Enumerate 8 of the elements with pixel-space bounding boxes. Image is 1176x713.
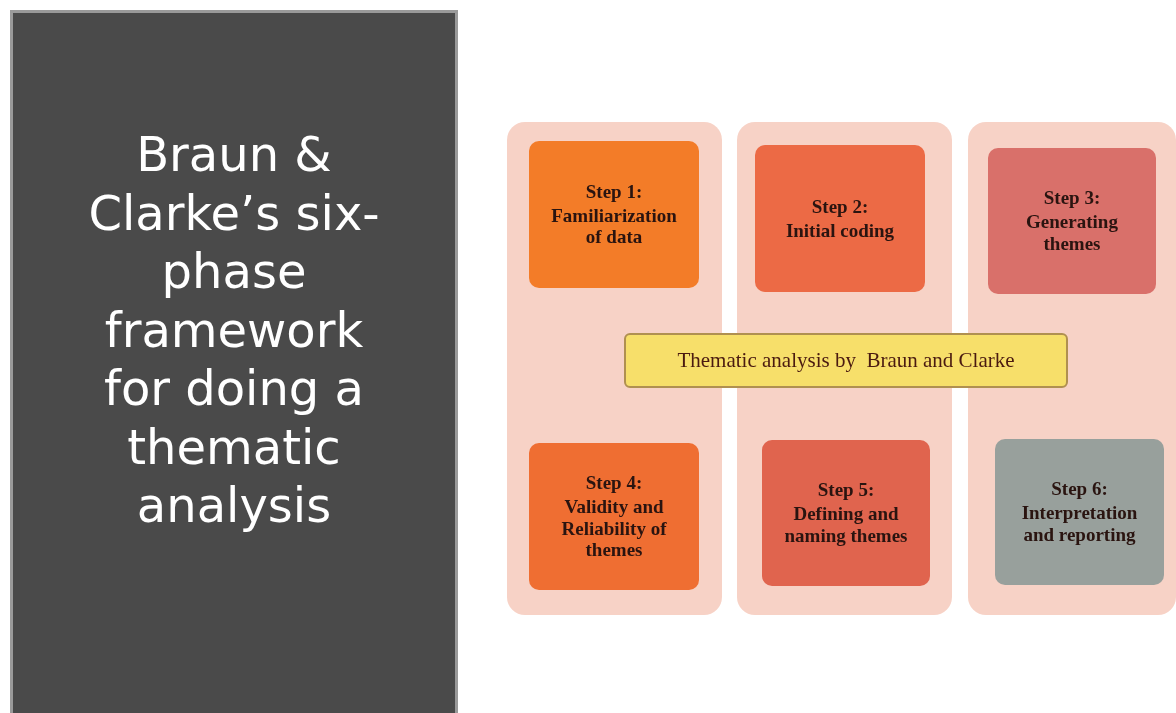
step-box: Step 1: Familiarization of data [529,141,699,288]
title-panel: Braun & Clarke’s six-phase framework for doing a thematic analysis [10,10,458,713]
step-box: Step 4: Validity and Reliability of themes [529,443,699,590]
step-box: Step 5: Defining and naming themes [762,440,930,586]
step-box: Step 6: Interpretation and reporting [995,439,1164,585]
step-box: Step 3: Generating themes [988,148,1156,294]
step-box: Step 2: Initial coding [755,145,925,292]
center-label-box: Thematic analysis by Braun and Clarke [624,333,1068,388]
